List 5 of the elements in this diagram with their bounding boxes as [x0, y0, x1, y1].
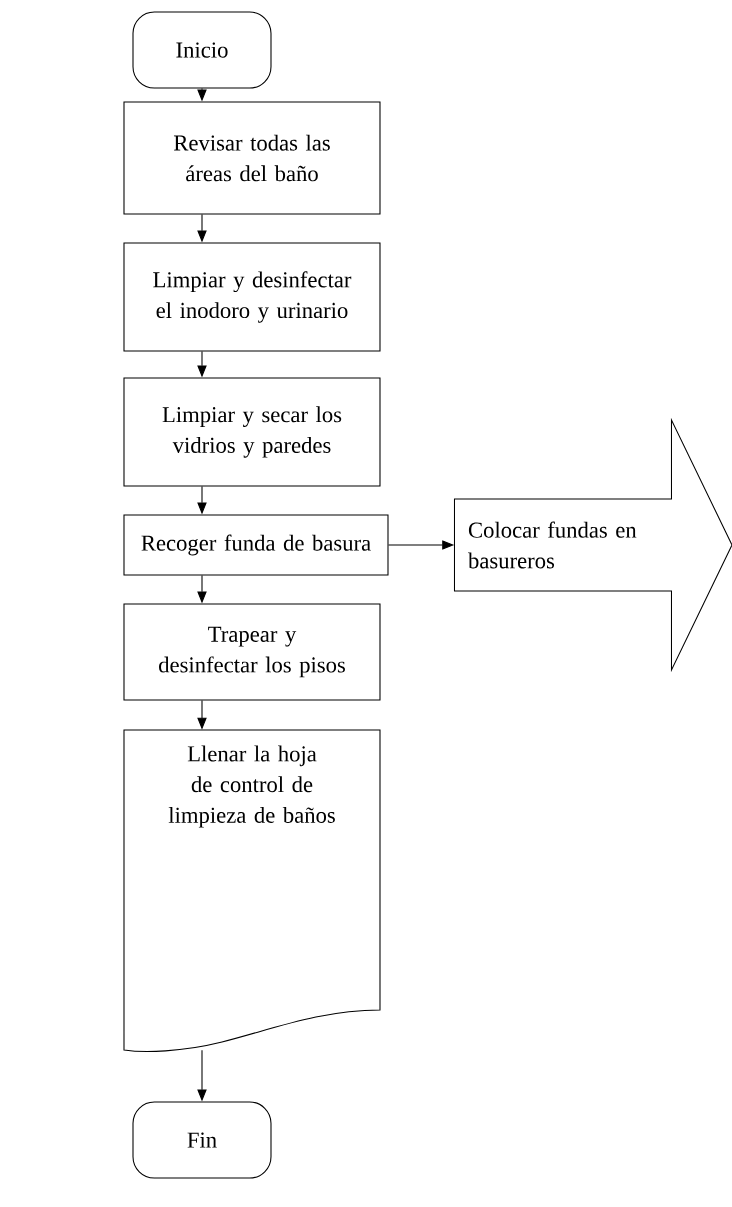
process-box: Recoger funda de basura	[123, 514, 389, 576]
process-box: Limpiar y secar los vidrios y paredes	[123, 377, 381, 487]
process-box: Trapear y desinfectar los pisos	[123, 603, 381, 701]
process-box: Revisar todas las áreas del baño	[123, 101, 381, 215]
process-box: Limpiar y desinfectar el inodoro y urinario	[123, 242, 381, 352]
